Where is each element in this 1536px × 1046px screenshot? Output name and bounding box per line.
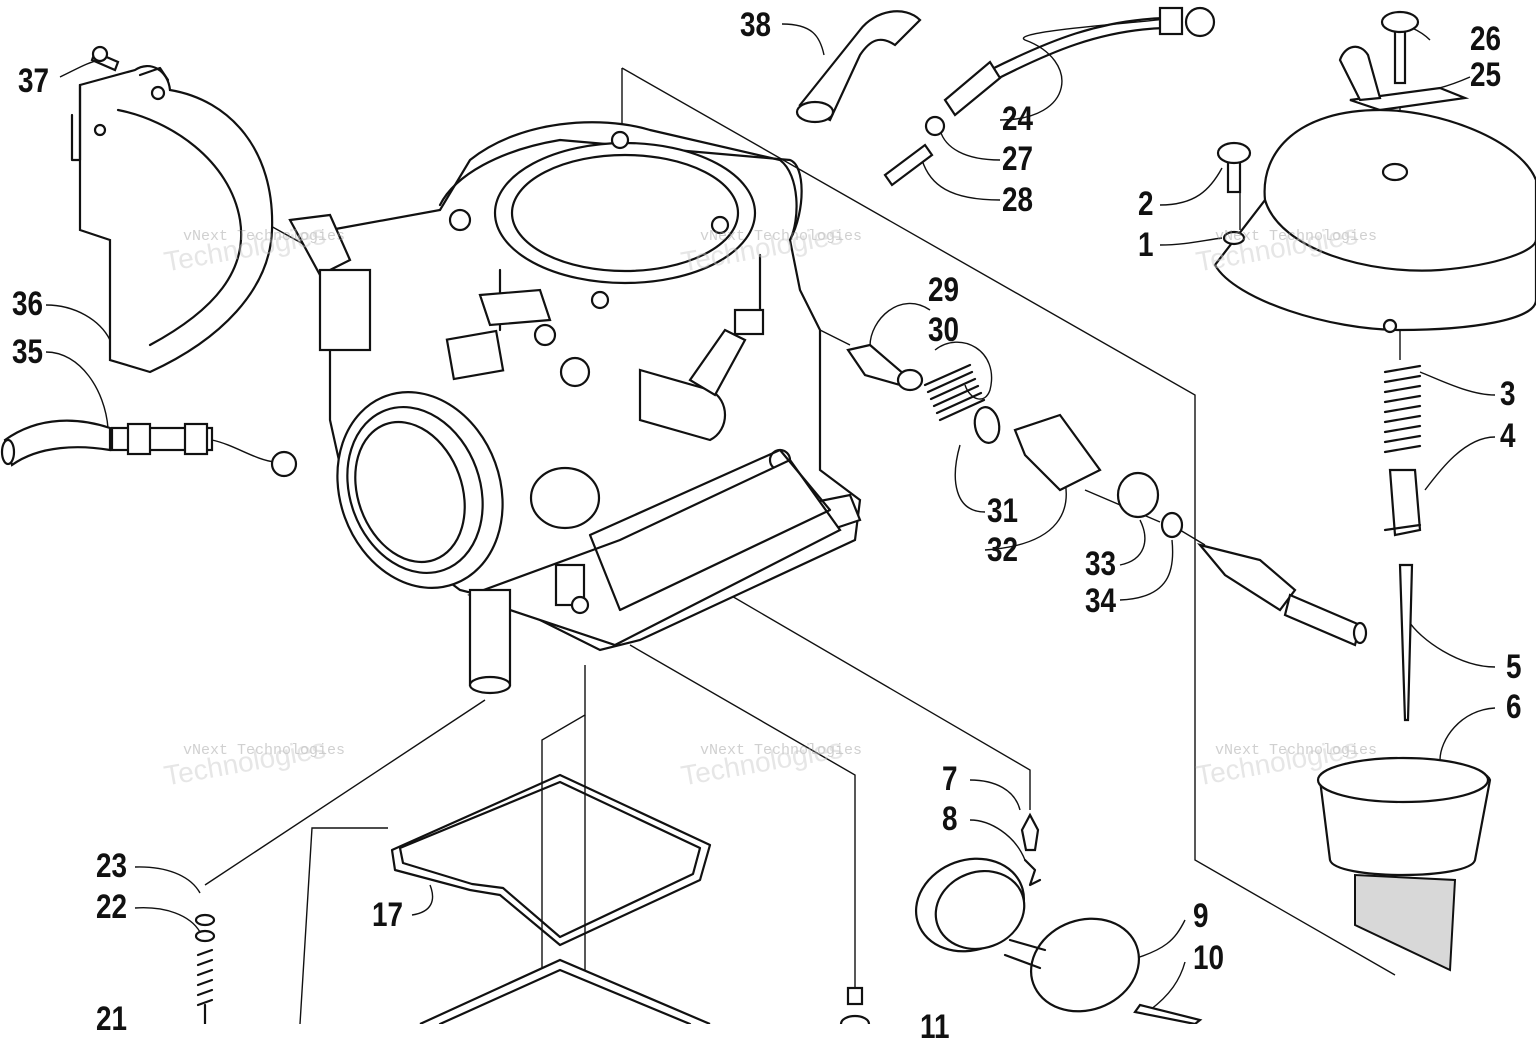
choke-cable bbox=[0, 419, 298, 478]
callout-35: 35 bbox=[12, 333, 44, 371]
callout-9: 9 bbox=[1193, 897, 1209, 935]
callout-11: 11 bbox=[920, 1008, 950, 1046]
throttle-slide bbox=[1316, 756, 1492, 972]
callout-27: 27 bbox=[1002, 140, 1034, 178]
callout-33: 33 bbox=[1085, 545, 1117, 583]
callout-23: 23 bbox=[96, 847, 128, 885]
callout-28: 28 bbox=[1002, 181, 1034, 219]
float bbox=[914, 857, 1203, 1024]
callout-34: 34 bbox=[1085, 582, 1117, 620]
callout-25: 25 bbox=[1470, 56, 1502, 94]
callout-37: 37 bbox=[18, 62, 50, 100]
throttle-cable bbox=[883, 6, 1216, 187]
needle-assembly bbox=[1383, 364, 1422, 722]
callout-24: 24 bbox=[1002, 100, 1034, 138]
callout-4: 4 bbox=[1500, 417, 1516, 455]
side-fitting bbox=[1196, 543, 1368, 647]
callout-22: 22 bbox=[96, 888, 128, 926]
callout-30: 30 bbox=[928, 311, 960, 349]
watermark-line1: vNext Technologies bbox=[1215, 228, 1378, 245]
carburetor-exploded-diagram bbox=[0, 6, 1536, 1024]
callout-31: 31 bbox=[987, 492, 1019, 530]
watermark-line1: vNext Technologies bbox=[700, 742, 863, 759]
callout-32: 32 bbox=[987, 531, 1019, 569]
callout-29: 29 bbox=[928, 271, 960, 309]
callout-7: 7 bbox=[942, 760, 958, 798]
watermark-line1: vNext Technologies bbox=[700, 228, 863, 245]
drain-screw-set bbox=[194, 913, 216, 1024]
float-bowl-gasket bbox=[390, 773, 712, 947]
callout-17: 17 bbox=[372, 896, 404, 934]
choke-cover bbox=[70, 45, 274, 374]
callout-38: 38 bbox=[740, 6, 772, 44]
callout-10: 10 bbox=[1193, 939, 1225, 977]
watermark-line1: vNext Technologies bbox=[183, 228, 346, 245]
callout-2: 2 bbox=[1138, 185, 1154, 223]
watermark-line1: vNext Technologies bbox=[1215, 742, 1378, 759]
callout-1: 1 bbox=[1138, 226, 1154, 264]
callout-21: 21 bbox=[96, 1000, 128, 1038]
main-jet bbox=[839, 986, 871, 1024]
callout-8: 8 bbox=[942, 800, 958, 838]
vent-hose bbox=[795, 10, 922, 124]
callout-6: 6 bbox=[1506, 688, 1522, 726]
top-cover bbox=[1213, 108, 1536, 334]
pilot-screw-set bbox=[846, 343, 1184, 539]
watermark-line1: vNext Technologies bbox=[183, 742, 346, 759]
callout-3: 3 bbox=[1500, 375, 1516, 413]
callout-5: 5 bbox=[1506, 648, 1522, 686]
callout-26: 26 bbox=[1470, 20, 1502, 58]
needle-valve bbox=[1020, 812, 1042, 887]
callout-36: 36 bbox=[12, 285, 44, 323]
top-bracket bbox=[1338, 10, 1470, 112]
carburetor-body bbox=[288, 121, 862, 695]
float-bowl bbox=[419, 958, 711, 1024]
